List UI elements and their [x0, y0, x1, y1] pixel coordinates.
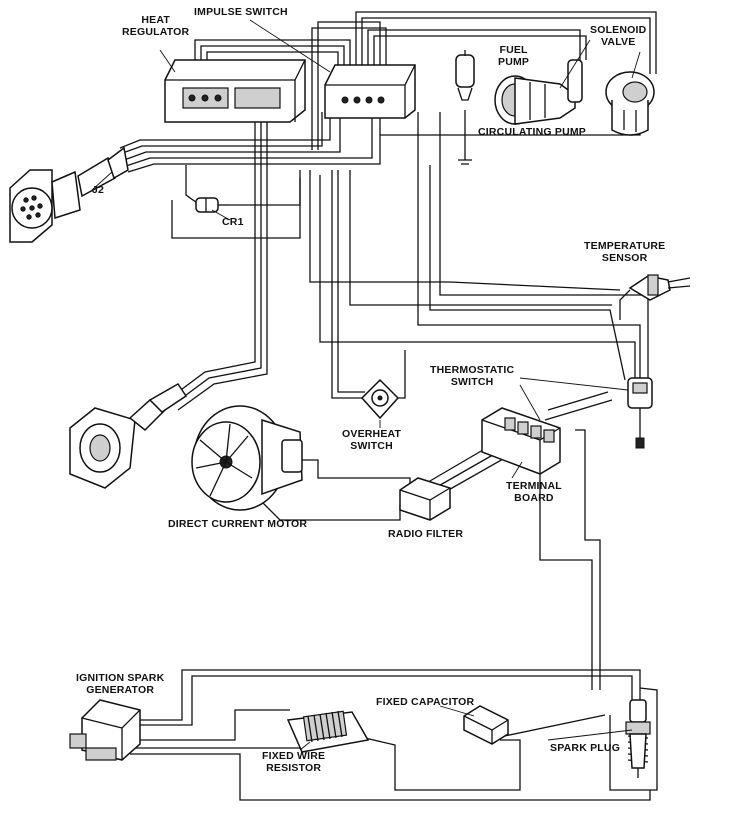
fuel-probe — [455, 50, 475, 165]
label-solenoid-valve-line2: VALVE — [601, 36, 636, 48]
fixed-wire-resistor — [286, 710, 370, 753]
label-temperature-sensor-line2: SENSOR — [601, 252, 648, 264]
label-fuel-pump: FUEL PUMP — [498, 44, 529, 68]
label-heat-regulator: HEAT REGULATOR — [122, 14, 189, 38]
label-ignition-spark-generator: IGNITION SPARK GENERATOR — [76, 672, 164, 696]
direct-current-motor — [191, 405, 303, 511]
overheat-switch — [360, 378, 400, 420]
label-fixed-wire-resistor: FIXED WIRE RESISTOR — [262, 750, 325, 774]
label-direct-current-motor: DIRECT CURRENT MOTOR — [168, 518, 308, 530]
label-fixed-wire-resistor-line2: RESISTOR — [266, 762, 322, 774]
terminal-board — [481, 407, 561, 475]
temperature-sensor — [619, 274, 691, 320]
thermostatic-switch — [627, 377, 653, 449]
label-fuel-pump-line2: PUMP — [498, 56, 530, 68]
heat-regulator — [164, 59, 306, 123]
label-thermostatic-switch-line1: THERMOSTATIC — [430, 364, 515, 376]
label-heat-regulator-line1: HEAT — [141, 14, 170, 26]
label-solenoid-valve: SOLENOID VALVE — [590, 24, 646, 48]
label-fixed-capacitor: FIXED CAPACITOR — [376, 696, 475, 708]
fuel-pump — [494, 59, 583, 125]
spark-plug — [625, 699, 651, 778]
label-fuel-pump-line1: FUEL — [499, 44, 528, 56]
label-overheat-switch: OVERHEAT SWITCH — [342, 428, 401, 452]
radio-filter — [399, 477, 451, 521]
fixed-capacitor — [463, 705, 509, 745]
label-terminal-board: TERMINAL BOARD — [506, 480, 562, 504]
label-terminal-board-line2: BOARD — [514, 492, 554, 504]
label-ignition-spark-generator-line1: IGNITION SPARK — [76, 672, 165, 684]
cr1-diode — [195, 197, 230, 213]
label-fixed-wire-resistor-line1: FIXED WIRE — [262, 750, 326, 762]
motor-harness-connector — [69, 383, 188, 489]
label-ignition-spark-generator-line2: GENERATOR — [86, 684, 155, 696]
label-circulating-pump: CIRCULATING PUMP — [478, 126, 586, 138]
impulse-switch — [324, 64, 416, 119]
label-solenoid-valve-line1: SOLENOID — [590, 24, 647, 36]
label-temperature-sensor-line1: TEMPERATURE — [584, 240, 666, 252]
ignition-spark-generator — [69, 699, 141, 761]
label-thermostatic-switch: THERMOSTATIC SWITCH — [430, 364, 514, 388]
label-cr1: CR1 — [222, 216, 244, 228]
j2-connector — [9, 146, 129, 243]
label-thermostatic-switch-line2: SWITCH — [450, 376, 494, 388]
label-impulse-switch: IMPULSE SWITCH — [194, 6, 288, 18]
label-overheat-switch-line2: SWITCH — [350, 440, 393, 452]
label-j2: J2 — [92, 184, 105, 196]
label-radio-filter: RADIO FILTER — [388, 528, 464, 540]
solenoid-valve — [605, 71, 655, 136]
leader-lines — [91, 19, 641, 751]
label-heat-regulator-line2: REGULATOR — [122, 26, 190, 38]
label-terminal-board-line1: TERMINAL — [506, 480, 562, 492]
label-temperature-sensor: TEMPERATURE SENSOR — [584, 240, 665, 264]
label-overheat-switch-line1: OVERHEAT — [342, 428, 402, 440]
label-spark-plug: SPARK PLUG — [550, 742, 621, 754]
